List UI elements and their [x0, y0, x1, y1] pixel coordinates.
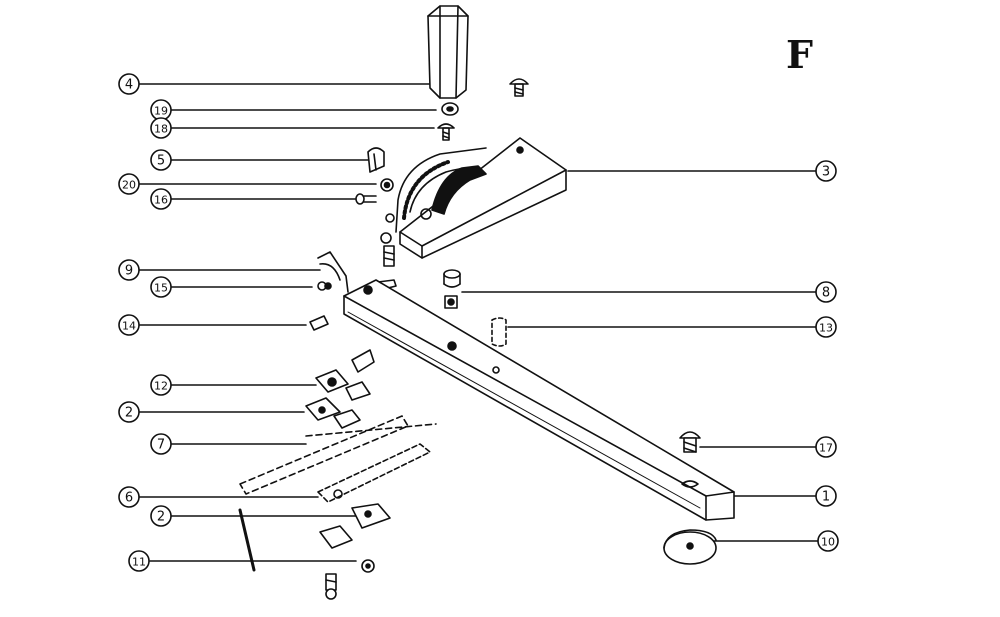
callout-c2b: 2: [150, 505, 172, 527]
callout-number: 3: [822, 165, 830, 180]
callout-c11: 11: [128, 550, 150, 572]
callout-number: 4: [125, 78, 133, 93]
bar-6: [317, 443, 431, 503]
callout-number: 20: [122, 179, 136, 192]
callout-c18: 18: [150, 117, 172, 139]
screw-17: [679, 431, 701, 453]
callout-number: 6: [125, 491, 133, 506]
callout-number: 5: [157, 154, 165, 169]
callout-number: 17: [819, 442, 833, 455]
disc-10: [663, 529, 717, 565]
callout-c13: 13: [815, 316, 837, 338]
screw-bottom: [325, 559, 375, 600]
callout-c6: 6: [118, 486, 140, 508]
clamp-2-lower: [319, 503, 391, 549]
nut-20: [380, 178, 394, 192]
callout-number: 2: [157, 510, 165, 525]
pin-13: [491, 317, 507, 347]
screw-16: [355, 193, 377, 205]
callout-c3: 3: [815, 160, 837, 182]
screw-top: [509, 78, 529, 97]
callout-number: 8: [822, 286, 830, 301]
callout-c14: 14: [118, 314, 140, 336]
lock-handle: [427, 5, 469, 99]
clamp-2-upper: [305, 397, 361, 429]
callout-c15: 15: [150, 276, 172, 298]
callout-number: 18: [154, 123, 168, 136]
callout-c1: 1: [815, 485, 837, 507]
callout-number: 2: [125, 406, 133, 421]
callout-labels: 4 19 18 5 20 16 9 15 14 12 2 7 6 2 11 3 8 13 17 1 10: [118, 73, 839, 572]
rod-7: [239, 415, 437, 495]
callout-number: 14: [122, 320, 136, 333]
callout-number: 1: [822, 490, 830, 505]
callout-c20: 20: [118, 173, 140, 195]
callout-number: 19: [154, 105, 168, 118]
callout-c4: 4: [118, 73, 140, 95]
callout-c7: 7: [150, 433, 172, 455]
callout-c8: 8: [815, 281, 837, 303]
rod-11: [238, 508, 256, 572]
pin-14: [309, 315, 329, 331]
callout-c10: 10: [817, 530, 839, 552]
figure-letter: F: [786, 32, 813, 77]
callout-number: 12: [154, 380, 168, 393]
callout-number: 15: [154, 282, 168, 295]
callout-number: 7: [157, 438, 165, 453]
callout-number: 11: [132, 556, 146, 569]
clamp-12: [315, 349, 375, 401]
callout-number: 13: [819, 322, 833, 335]
washer: [441, 102, 459, 116]
pin-5: [367, 147, 385, 173]
callout-c16: 16: [150, 188, 172, 210]
callout-c17: 17: [815, 436, 837, 458]
miter-head: [380, 137, 567, 267]
callout-number: 9: [125, 264, 133, 279]
callout-c2a: 2: [118, 401, 140, 423]
leader-lines: [138, 83, 819, 562]
callout-number: 16: [154, 194, 168, 207]
bushing-8: [443, 269, 461, 309]
screw-18: [437, 123, 455, 141]
callout-c9: 9: [118, 259, 140, 281]
callout-c12: 12: [150, 374, 172, 396]
callout-number: 10: [821, 536, 835, 549]
callout-c19: 19: [150, 99, 172, 121]
guide-bar: [343, 279, 735, 521]
callout-c5: 5: [150, 149, 172, 171]
